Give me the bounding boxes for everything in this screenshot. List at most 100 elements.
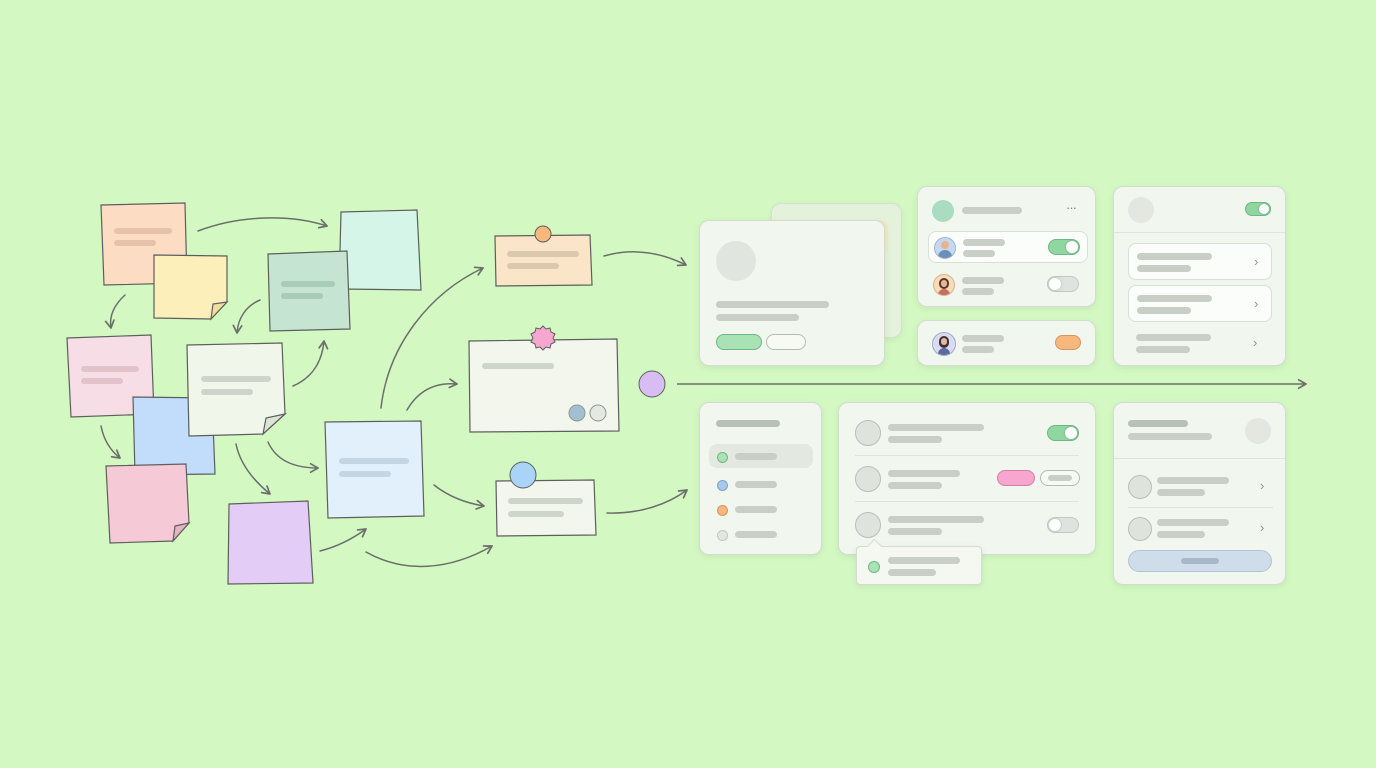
user-status-detail	[962, 346, 994, 353]
task-row-3-avatar	[855, 512, 881, 538]
status-dot-blue	[717, 480, 728, 491]
detail-primary-button-label	[1181, 558, 1219, 564]
task-row-2-action-label	[1048, 475, 1072, 481]
avatar-icon	[932, 332, 956, 356]
sticky-note-lavender	[227, 500, 314, 585]
sticky-note-cream	[186, 342, 288, 437]
filter-item-green-label	[735, 453, 777, 460]
filter-item-grey-label	[735, 531, 777, 538]
filter-menu-title	[716, 420, 780, 427]
detail-row-2-title	[1157, 519, 1229, 526]
task-row-3[interactable]	[839, 504, 1095, 544]
detail-card-divider-2	[1128, 507, 1273, 508]
task-row-3-title	[888, 516, 984, 523]
tooltip-status-dot	[868, 561, 880, 573]
chevron-right-icon: ›	[1254, 254, 1259, 269]
sticky-note-yellow	[153, 254, 229, 321]
settings-row-3[interactable]: ›	[1128, 327, 1272, 357]
detail-row-1-title	[1157, 477, 1229, 484]
profile-secondary-button[interactable]	[766, 334, 806, 350]
settings-row-1-subtitle	[1137, 265, 1191, 272]
task-row-3-toggle[interactable]	[1047, 517, 1079, 533]
profile-subtitle-line	[716, 314, 799, 321]
detail-row-2-subtitle	[1157, 531, 1205, 538]
user-row-2[interactable]	[928, 271, 1088, 299]
settings-master-toggle[interactable]	[1245, 202, 1271, 216]
detail-row-1[interactable]: ›	[1114, 467, 1285, 505]
filter-item-green[interactable]	[709, 444, 813, 468]
tooltip-title	[888, 557, 960, 564]
task-row-1-toggle[interactable]	[1047, 425, 1079, 441]
chevron-right-icon: ›	[1260, 520, 1265, 535]
detail-row-1-subtitle	[1157, 489, 1205, 496]
detail-primary-button[interactable]	[1128, 550, 1272, 572]
settings-row-1-title	[1137, 253, 1212, 260]
detail-card-divider-1	[1114, 458, 1285, 459]
filter-item-blue[interactable]	[709, 473, 813, 495]
user-row-1-detail	[963, 250, 995, 257]
filter-item-grey[interactable]	[709, 523, 813, 545]
profile-card	[699, 220, 885, 366]
user-status-badge	[1055, 335, 1081, 350]
settings-row-2[interactable]: ›	[1128, 285, 1272, 322]
task-divider-2	[855, 501, 1079, 502]
status-dot-green	[717, 452, 728, 463]
user-status-name	[962, 335, 1004, 342]
settings-row-2-title	[1137, 295, 1212, 302]
user-row-1-toggle[interactable]	[1048, 239, 1080, 255]
detail-row-1-avatar	[1128, 475, 1152, 499]
task-divider-1	[855, 455, 1079, 456]
chevron-right-icon: ›	[1253, 335, 1258, 350]
timeline-arrow-icon	[638, 370, 1307, 398]
users-card-title	[962, 207, 1022, 214]
profile-avatar-placeholder	[716, 241, 756, 281]
filter-item-orange-label	[735, 506, 777, 513]
pinned-card-orange	[494, 225, 593, 287]
detail-card-title	[1128, 420, 1188, 427]
tooltip-popover	[856, 538, 982, 585]
settings-row-3-title	[1136, 334, 1211, 341]
task-row-1[interactable]	[839, 411, 1095, 451]
task-row-2-subtitle	[888, 482, 942, 489]
pinned-card-pink	[468, 325, 620, 433]
tooltip-subtitle	[888, 569, 936, 576]
chevron-right-icon: ›	[1260, 478, 1265, 493]
task-row-2[interactable]	[839, 458, 1095, 498]
filter-item-orange[interactable]	[709, 498, 813, 520]
filter-item-blue-label	[735, 481, 777, 488]
task-list-card	[838, 402, 1096, 555]
profile-title-line	[716, 301, 829, 308]
avatar-icon	[934, 237, 956, 259]
task-row-1-avatar	[855, 420, 881, 446]
task-row-3-subtitle	[888, 528, 942, 535]
detail-row-2-avatar	[1128, 517, 1152, 541]
profile-primary-button[interactable]	[716, 334, 762, 350]
task-row-2-avatar	[855, 466, 881, 492]
detail-card-subtitle	[1128, 433, 1212, 440]
detail-row-2[interactable]: ›	[1114, 509, 1285, 547]
user-row-2-name	[962, 277, 1004, 284]
settings-avatar-placeholder	[1128, 197, 1154, 223]
settings-row-2-subtitle	[1137, 307, 1191, 314]
sticky-note-rose	[105, 463, 191, 544]
settings-row-1[interactable]: ›	[1128, 243, 1272, 280]
more-dots-icon[interactable]: ···	[1066, 200, 1077, 215]
task-row-2-action[interactable]	[1040, 470, 1080, 486]
detail-card: › ›	[1113, 402, 1286, 585]
status-dot-grey	[717, 530, 728, 541]
pinned-card-blue	[495, 461, 597, 537]
sticky-note-sage	[267, 250, 351, 332]
sticky-note-mint	[338, 209, 422, 291]
task-row-2-title	[888, 470, 960, 477]
task-row-1-title	[888, 424, 984, 431]
user-row-2-toggle[interactable]	[1047, 276, 1079, 292]
users-card: ···	[917, 186, 1096, 307]
settings-row-3-subtitle	[1136, 346, 1190, 353]
user-row-1[interactable]	[928, 231, 1088, 263]
task-row-1-subtitle	[888, 436, 942, 443]
avatar-icon	[933, 274, 955, 296]
status-dot-orange	[717, 505, 728, 516]
sticky-note-pink	[66, 334, 155, 418]
